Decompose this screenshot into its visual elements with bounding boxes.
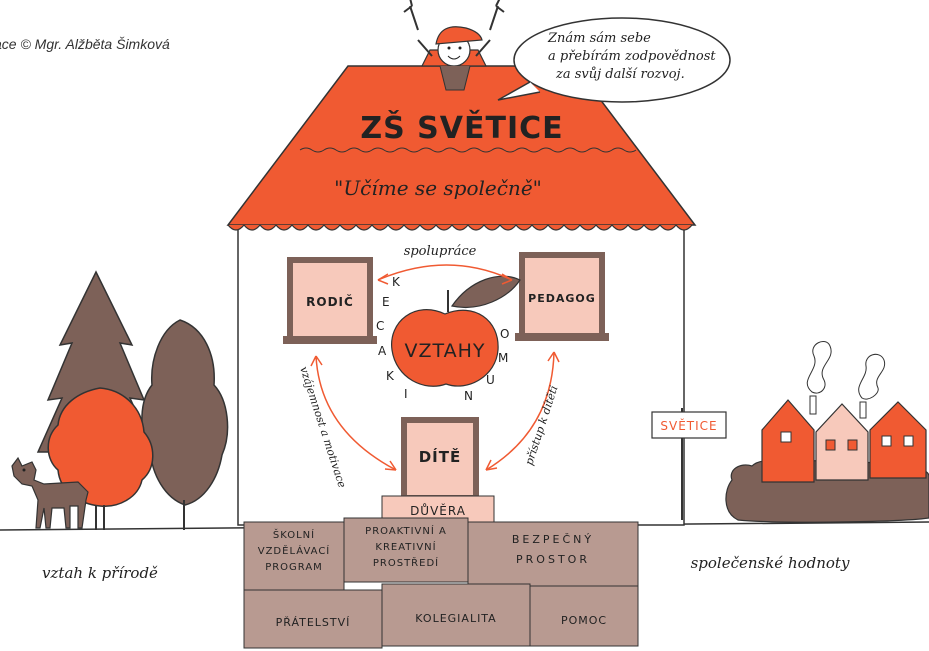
ring-letter: A [378,344,387,358]
deer-icon [11,456,89,529]
smoke-icon [858,353,886,400]
village-sign-label: SVĚTICE [660,418,717,433]
roof [226,65,697,226]
roof-scallop-edge [227,224,693,231]
foundation-block-friendship: PŘÁTELSTVÍ [276,616,351,629]
door-label-child: DÍTĚ [419,447,462,466]
author-credit: ace © Mgr. Alžběta Šimková [0,36,170,52]
door-child: DÍTĚ DŮVĚRA [381,417,495,523]
window-teacher: PEDAGOG [515,252,609,341]
speech-line-3: za svůj další rozvoj. [555,66,685,82]
cap-icon [435,26,483,45]
round-tree-icon [47,387,154,507]
caption-social-values: společenské hodnoty [691,554,850,572]
roof-tile-line [299,147,637,153]
ring-letter: K [386,369,395,383]
tall-tree-icon [141,319,229,506]
house-icon [869,401,927,479]
ring-letter: C [376,319,385,333]
caption-nature: vztah k přírodě [42,564,158,582]
arrow-right [485,351,555,471]
door-step-trust: DŮVĚRA [410,503,466,518]
school-name: ZŠ SVĚTICE [360,109,563,146]
ring-letter: K [392,275,401,289]
ring-letter: N [464,389,474,403]
communication-ring: K O M U N I K A C E [376,275,510,403]
foundation-block-environment: PROAKTIVNÍ A KREATIVNÍ PROSTŘEDÍ [365,526,447,569]
ring-letter: E [382,295,391,309]
foundation-block-collegiality: KOLEGIALITA [415,612,496,625]
arrow-top [377,264,513,281]
foundation-block-safe-space: BEZPEČNÝ PROSTOR [511,533,595,566]
speech-line-1: Znám sám sebe [547,31,651,46]
trees-left [36,270,229,530]
foundation-block-curriculum: ŠKOLNÍ VZDĚLÁVACÍ PROGRAM [257,530,331,573]
window-parent: RODIČ [283,257,377,344]
village-sign: SVĚTICE [651,408,727,520]
speech-bubble: Znám sám sebe a přebírám zodpovědnost za… [497,17,731,103]
apple-label: VZTAHY [404,340,485,362]
house-icon [815,403,869,481]
village [725,341,929,523]
foundation-block-help: POMOC [561,614,607,627]
school-motto: "Učíme se společně" [334,176,542,200]
smoke-icon [806,341,832,394]
foundation: ŠKOLNÍ VZDĚLÁVACÍ PROGRAM PROAKTIVNÍ A K… [243,517,639,649]
ring-letter: M [498,351,509,365]
arrow-label-cooperation: spolupráce [404,244,477,259]
relation-arrows [310,264,560,471]
window-label-parent: RODIČ [306,294,354,309]
ring-letter: U [486,373,496,387]
ring-letter: I [404,387,409,401]
window-label-teacher: PEDAGOG [528,292,596,305]
arrow-left [315,355,397,471]
ring-letter: O [500,327,510,341]
speech-line-2: a přebírám zodpovědnost [548,49,716,64]
child-figure [403,0,505,91]
